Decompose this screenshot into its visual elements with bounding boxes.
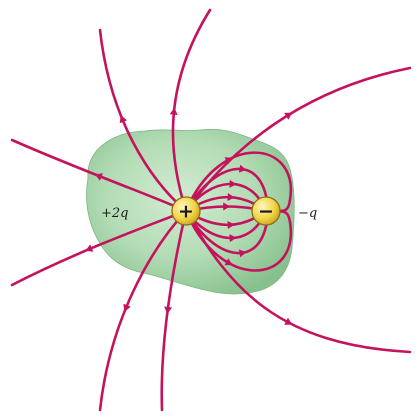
field-line <box>98 209 188 412</box>
field-line-arrowhead <box>284 112 293 120</box>
negative-charge-sign: − <box>258 201 274 223</box>
field-line-arrowhead <box>223 202 231 211</box>
positive-charge-sign: + <box>178 201 194 223</box>
field-line <box>184 209 270 255</box>
field-line-arrowhead <box>94 173 103 181</box>
field-line-arrowhead <box>229 179 237 188</box>
field-line-arrowhead <box>284 317 293 325</box>
field-line <box>10 138 188 213</box>
field-line <box>10 209 188 287</box>
field-line <box>171 8 212 213</box>
positive-charge-label: +2q <box>101 206 129 221</box>
field-line-arrowhead <box>229 234 237 243</box>
field-line-arrowhead <box>169 107 178 116</box>
field-line-arrowhead <box>119 115 128 124</box>
negative-charge-label: −q <box>298 206 317 221</box>
positive-charge: + <box>171 196 201 226</box>
field-line-arrowhead <box>238 249 247 258</box>
field-line-arrowhead <box>238 164 247 173</box>
field-line <box>184 209 293 272</box>
field-line-arrowhead <box>164 306 173 314</box>
field-line <box>98 28 188 213</box>
negative-charge: − <box>251 196 281 226</box>
field-line <box>184 167 270 213</box>
field-line-arrowhead <box>224 258 233 266</box>
field-line-arrowhead <box>123 303 131 312</box>
field-line-arrowhead <box>85 244 94 252</box>
field-line-arrowhead <box>224 157 233 165</box>
field-line-arrowhead <box>227 193 235 202</box>
field-line-arrowhead <box>227 220 235 229</box>
